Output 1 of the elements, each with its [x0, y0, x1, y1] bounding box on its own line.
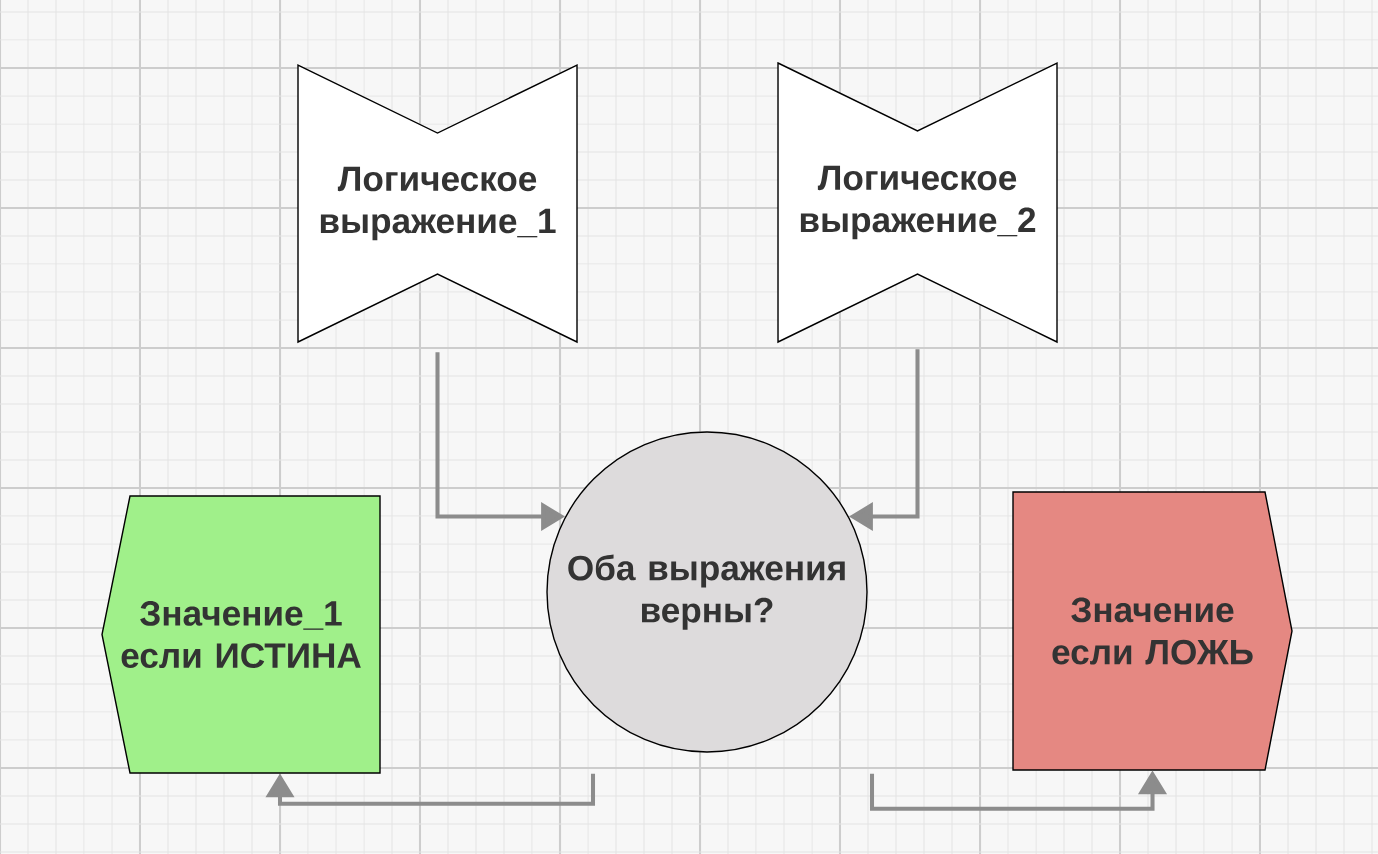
arrow	[265, 773, 595, 806]
